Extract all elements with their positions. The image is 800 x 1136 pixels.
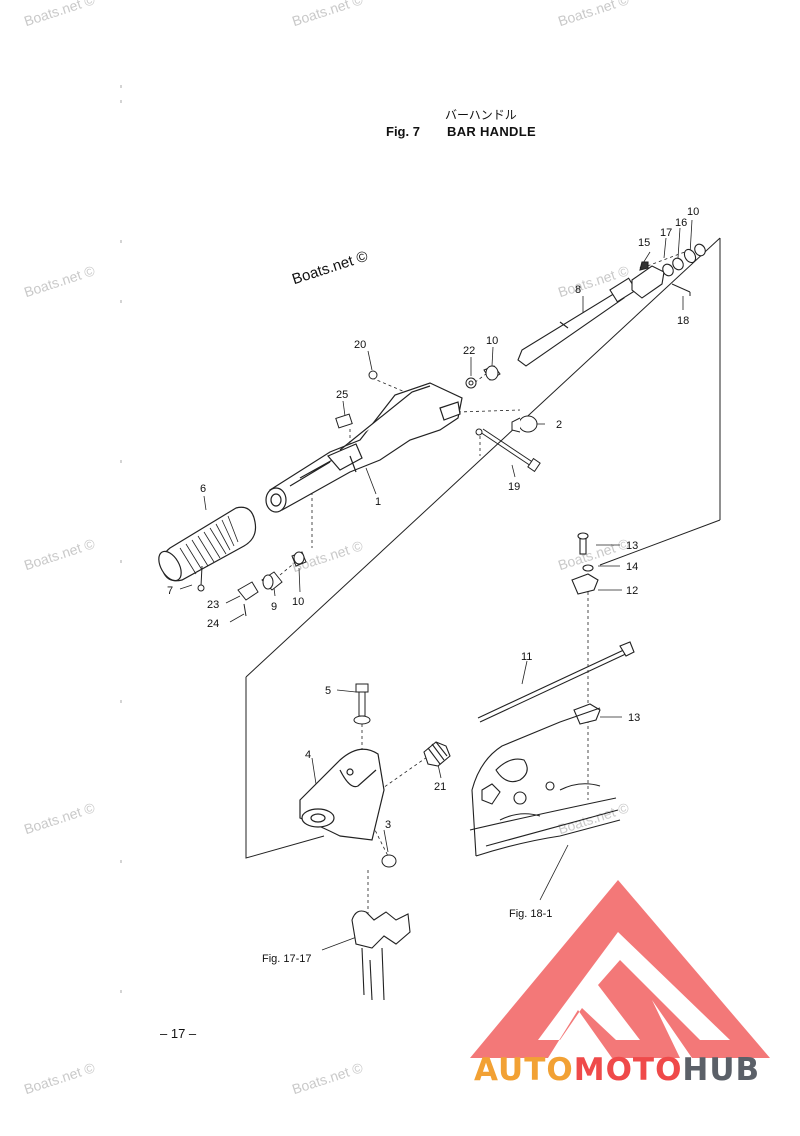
- fig-reference: Fig. 18-1: [509, 908, 552, 920]
- handle-body: [265, 382, 463, 513]
- title-japanese: バーハンドル: [445, 108, 517, 122]
- callout-labels: 10 16 17 15 8 18 20 22 10 25 2 6 1 19 7 …: [167, 206, 699, 965]
- callout: 1: [375, 496, 381, 508]
- screw-7: [200, 565, 203, 587]
- pin-18: [671, 283, 691, 296]
- callout: 7: [167, 585, 173, 597]
- callout: 10: [486, 335, 498, 347]
- callout: 20: [354, 339, 366, 351]
- cap-2: [518, 415, 538, 433]
- throttle-shaft-assembly: [517, 243, 706, 367]
- callout: 4: [305, 749, 311, 761]
- logo-triangle: [470, 880, 770, 1058]
- logo-text-moto: MOTO: [573, 1052, 683, 1088]
- housing-part: [469, 707, 621, 857]
- page-title: BAR HANDLE: [447, 124, 536, 139]
- small-parts-upper: [335, 365, 541, 473]
- callout: 15: [638, 237, 650, 249]
- callout: 19: [508, 481, 520, 493]
- callout: 2: [556, 419, 562, 431]
- callout: 13: [626, 540, 638, 552]
- nut-20: [368, 370, 378, 380]
- assembly-boundary: [245, 237, 721, 859]
- callout: 5: [325, 685, 331, 697]
- callout: 3: [385, 819, 391, 831]
- pin-24: [243, 603, 247, 617]
- callout: 13: [628, 712, 640, 724]
- callout: 21: [434, 781, 446, 793]
- bracket-12: [571, 573, 599, 595]
- callout: 24: [207, 618, 219, 630]
- bracket-13: [573, 703, 601, 725]
- callout: 25: [336, 389, 348, 401]
- callout: 10: [292, 596, 304, 608]
- washer-3: [381, 854, 397, 868]
- shift-rod-assembly: [477, 532, 635, 725]
- logo-text-auto: AUTO: [474, 1052, 574, 1088]
- bolt-5: [353, 683, 371, 725]
- boot-21: [423, 741, 451, 767]
- callout: 12: [626, 585, 638, 597]
- callout: 9: [271, 601, 277, 613]
- callout: 6: [200, 483, 206, 495]
- callout: 10: [687, 206, 699, 218]
- callout: 11: [521, 651, 532, 663]
- callout: 17: [660, 227, 672, 239]
- callout: 18: [677, 315, 689, 327]
- callout: 16: [675, 217, 687, 229]
- fig-reference: Fig. 17-17: [262, 953, 312, 965]
- figure-label: Fig. 7: [386, 124, 420, 139]
- brand-logo: AUTOMOTOHUB: [474, 1052, 760, 1088]
- lower-mount-part: [351, 910, 411, 1001]
- callout: 22: [463, 345, 475, 357]
- logo-text-hub: HUB: [682, 1052, 761, 1088]
- clip-23: [237, 581, 259, 601]
- washer-14: [582, 564, 594, 572]
- grip-6: [158, 506, 257, 582]
- bolt-19: [479, 431, 535, 469]
- pad-25: [335, 413, 353, 429]
- callout: 23: [207, 599, 219, 611]
- callout: 14: [626, 561, 638, 573]
- page-number: – 17 –: [160, 1026, 197, 1041]
- callout: 8: [575, 284, 581, 296]
- small-parts-grip: [197, 551, 307, 617]
- leader-lines-solid: [179, 219, 693, 951]
- bracket-4: [299, 748, 385, 841]
